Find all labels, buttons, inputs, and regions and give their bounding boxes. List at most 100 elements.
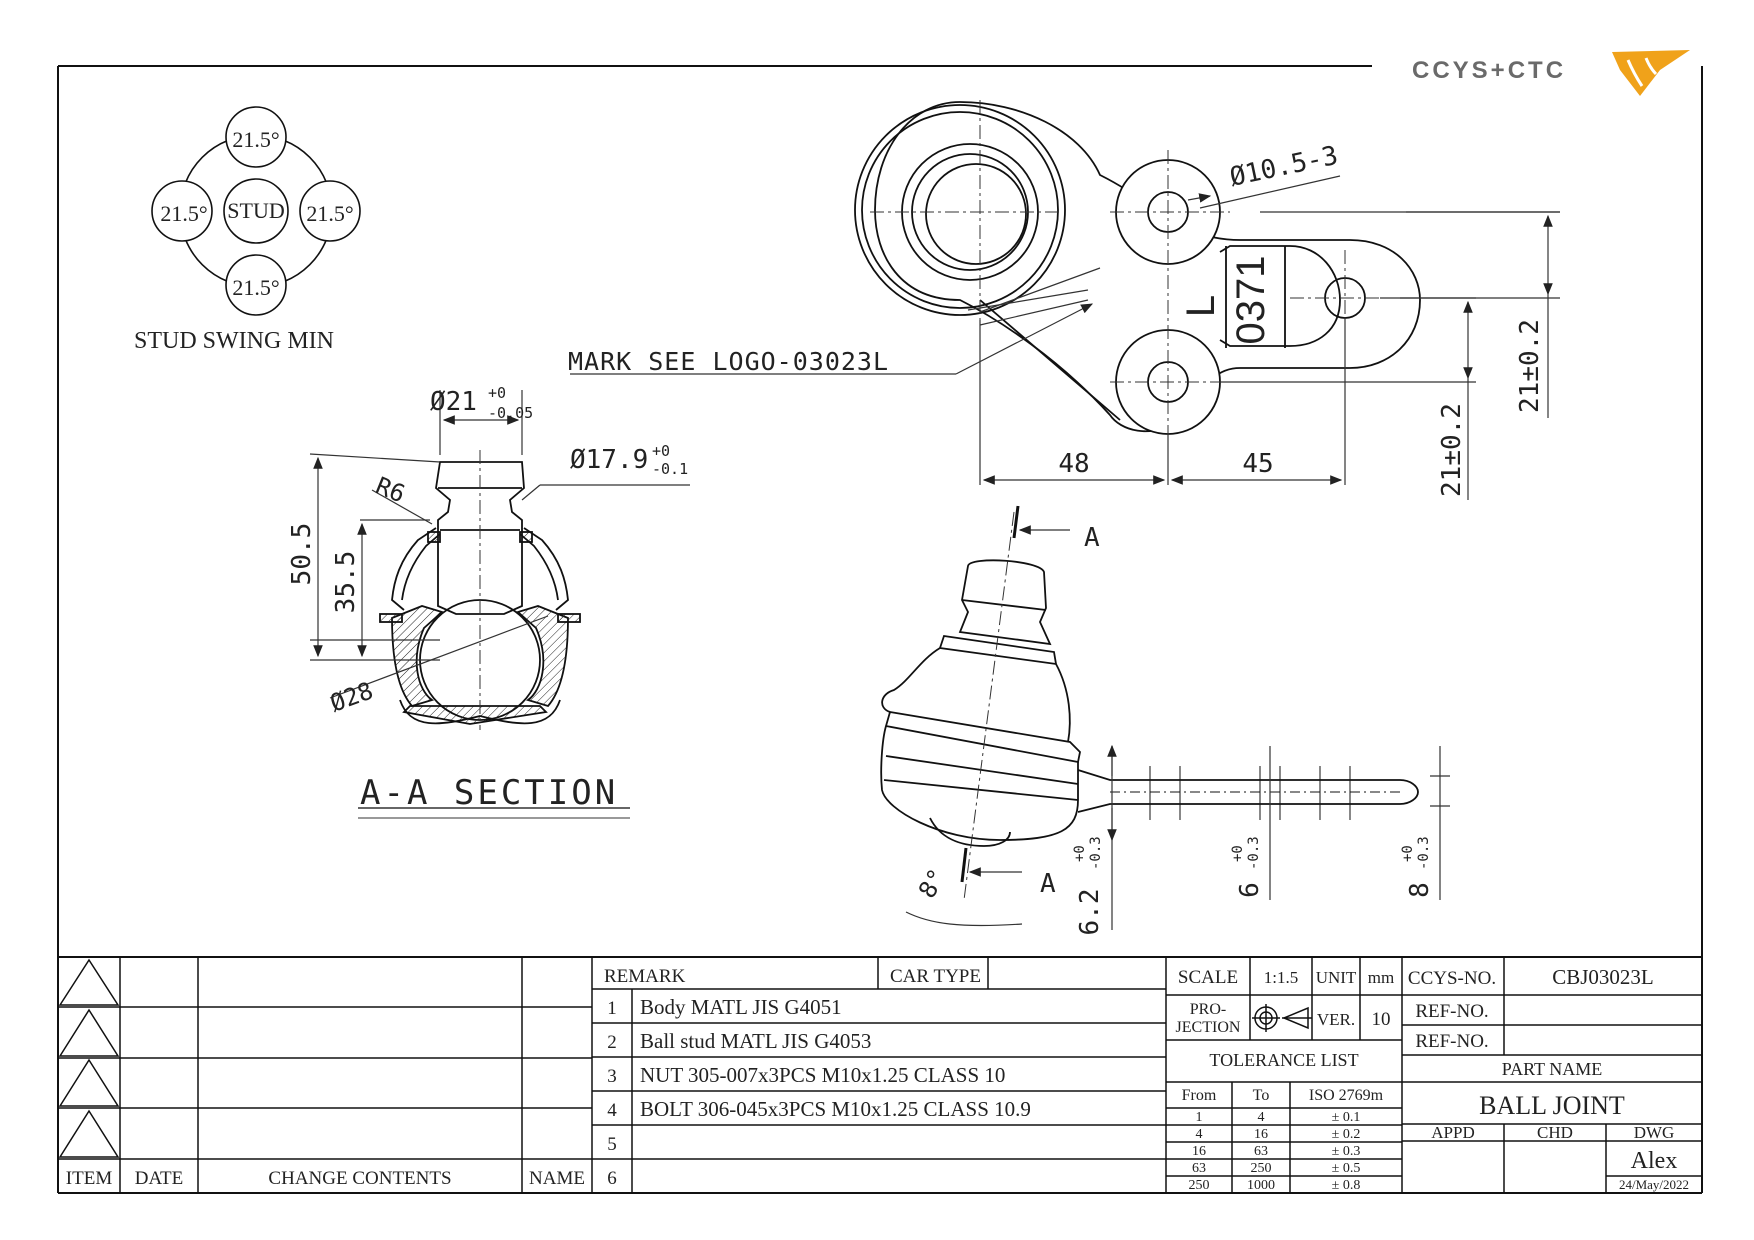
scale-label: SCALE (1178, 967, 1238, 988)
appd-label: APPD (1431, 1123, 1474, 1142)
ccys-no-value: CBJ03023L (1552, 965, 1654, 989)
section-mark-top: A (1084, 523, 1100, 553)
logo-text: CCYS+CTC (1412, 57, 1566, 84)
projection-label-1: PRO- (1190, 1001, 1226, 1018)
thk-1-label: 6.2 (1075, 889, 1105, 936)
rev-header-item: ITEM (66, 1168, 113, 1189)
thk-2-tol-lower: -0.3 (1246, 836, 1262, 870)
tol-cell: ± 0.5 (1332, 1161, 1361, 1176)
dwg-label: DWG (1634, 1123, 1675, 1142)
remark-text: BOLT 306-045x3PCS M10x1.25 CLASS 10.9 (640, 1097, 1031, 1121)
dim-vert-outer: 21±0.2 (1515, 319, 1545, 413)
tol-header-to: To (1253, 1087, 1270, 1104)
remark-no: 6 (607, 1168, 617, 1189)
part-name-label: PART NAME (1502, 1059, 1602, 1079)
remark-text: Body MATL JIS G4051 (640, 995, 842, 1019)
rev-header-change: CHANGE CONTENTS (268, 1168, 451, 1189)
dim-48: 48 (1058, 449, 1089, 479)
title-block-right (1402, 957, 1702, 1193)
tol-cell: 63 (1192, 1161, 1206, 1176)
radius-label: R6 (372, 472, 409, 509)
ver-value: 10 (1372, 1009, 1391, 1030)
tol-cell: ± 0.3 (1332, 1144, 1361, 1159)
dia-top-tol-upper: +0 (488, 384, 506, 402)
tol-cell: 4 (1196, 1127, 1203, 1142)
remark-no: 5 (607, 1134, 617, 1155)
dim-vert-inner: 21±0.2 (1437, 403, 1467, 497)
tol-cell: ± 0.2 (1332, 1127, 1361, 1142)
top-view-dimensions (570, 175, 1560, 500)
tol-cell: 16 (1254, 1127, 1268, 1142)
swing-value-top: 21.5° (232, 127, 279, 152)
angle-label: 8° (913, 864, 952, 903)
tol-cell: 1 (1196, 1110, 1203, 1125)
title-block-left (1166, 957, 1403, 1193)
section-view (379, 461, 581, 725)
side-view-section-marks (960, 505, 1020, 883)
swing-value-left: 21.5° (160, 201, 207, 226)
remark-no: 2 (607, 1032, 617, 1053)
tolerance-title: TOLERANCE LIST (1209, 1050, 1358, 1070)
tol-cell: 250 (1189, 1178, 1210, 1193)
remark-no: 3 (607, 1066, 617, 1087)
dia-neck-tol-upper: +0 (652, 442, 670, 460)
tol-cell: 250 (1251, 1161, 1272, 1176)
ver-label: VER. (1317, 1010, 1355, 1029)
mark-note: MARK SEE LOGO-03023L (568, 347, 889, 376)
tol-cell: ± 0.1 (1332, 1110, 1361, 1125)
revision-table (58, 957, 593, 1193)
projection-label-2: JECTION (1176, 1019, 1241, 1036)
remark-text: Ball stud MATL JIS G4053 (640, 1029, 871, 1053)
thk-2-label: 6 (1235, 882, 1265, 898)
dwg-name: Alex (1631, 1148, 1678, 1174)
tol-cell: 1000 (1247, 1178, 1275, 1193)
dia-top-tol-lower: -0.05 (488, 404, 533, 422)
thk-2-tol-upper: +0 (1230, 845, 1246, 862)
part-name-value: BALL JOINT (1479, 1091, 1625, 1120)
remark-no: 4 (607, 1100, 617, 1121)
thk-1-tol-lower: -0.3 (1088, 836, 1104, 870)
stud-label: STUD (227, 198, 284, 223)
unit-value: mm (1368, 968, 1394, 987)
dim-45: 45 (1242, 449, 1273, 479)
side-view-dimensions (905, 525, 1450, 930)
hole-dia-label: Ø10.5-3 (1227, 141, 1340, 193)
part-mark-label: 0371 (1229, 256, 1273, 345)
tol-cell: 16 (1192, 1144, 1206, 1159)
chd-label: CHD (1537, 1123, 1573, 1142)
thk-3-tol-lower: -0.3 (1416, 836, 1432, 870)
section-dimensions (309, 390, 690, 819)
remark-text: NUT 305-007x3PCS M10x1.25 CLASS 10 (640, 1063, 1005, 1087)
thk-3-label: 8 (1405, 882, 1435, 898)
scale-value: 1:1.5 (1264, 968, 1298, 987)
dia-neck-tol-lower: -0.1 (652, 460, 688, 478)
side-view (880, 559, 1419, 847)
car-type-label: CAR TYPE (890, 966, 981, 987)
tol-header-from: From (1182, 1087, 1217, 1104)
stud-swing-diagram (151, 106, 361, 316)
dia-top-label: Ø21 (430, 387, 477, 417)
rev-header-date: DATE (135, 1168, 184, 1189)
tol-cell: 4 (1258, 1110, 1265, 1125)
ccys-no-label: CCYS-NO. (1408, 968, 1496, 989)
remark-header: REMARK (604, 966, 686, 987)
ref-no-label-2: REF-NO. (1415, 1031, 1488, 1052)
section-mark-bottom: A (1040, 869, 1056, 899)
thk-3-tol-upper: +0 (1400, 845, 1416, 862)
drawing-date: 24/May/2022 (1619, 1177, 1689, 1192)
swing-value-right: 21.5° (306, 201, 353, 226)
company-logo: CCYS+CTC (1412, 50, 1690, 96)
side-view-centerline (963, 511, 1015, 901)
height-ball-value: 35.5 (331, 551, 361, 614)
thk-1-tol-upper: +0 (1072, 845, 1088, 862)
height-total-label: 50.5 (287, 523, 317, 586)
tol-header-iso: ISO 2769m (1309, 1087, 1384, 1104)
ball-dia-label: Ø28 (326, 676, 376, 717)
tol-cell: ± 0.8 (1332, 1178, 1361, 1193)
ref-no-label-1: REF-NO. (1415, 1001, 1488, 1022)
unit-label: UNIT (1316, 968, 1357, 987)
drawing-frame (57, 65, 1703, 1194)
remarks-table (592, 957, 1167, 1193)
remark-no: 1 (607, 998, 617, 1019)
